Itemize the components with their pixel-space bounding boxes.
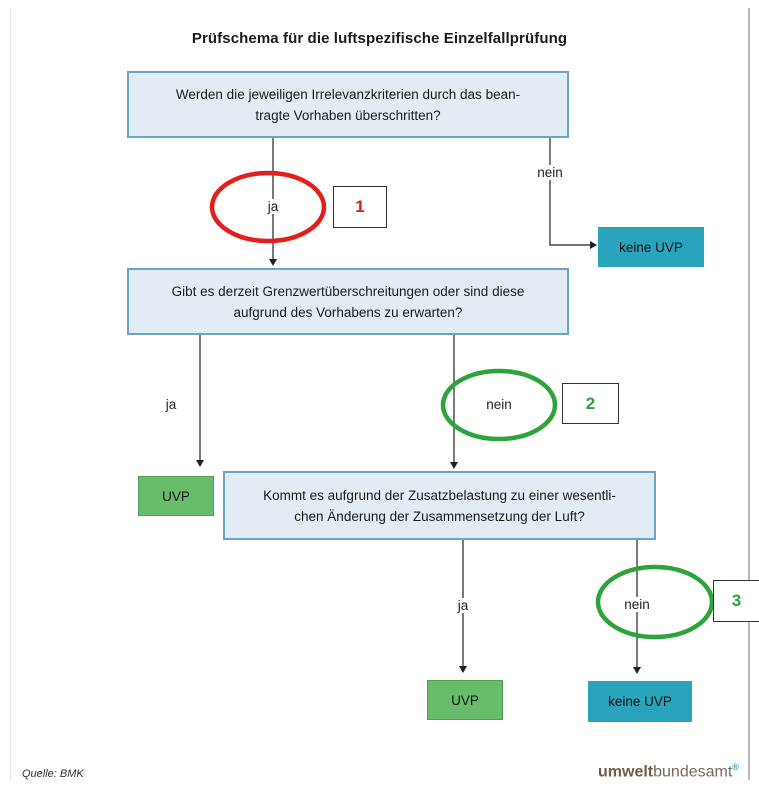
logo-registered-mark: ® [732,762,739,772]
question-2-line-2: aufgrund des Vorhabens zu erwarten? [233,304,463,320]
question-box-grenzwert: Gibt es derzeit Grenzwertüberschreitunge… [127,268,569,335]
red-ring-1 [209,170,327,244]
logo-bold-part: umwelt [598,763,654,781]
question-1-line-1: Werden die jeweiligen Irrelevanzkriterie… [175,86,521,102]
result-uvp-2: UVP [427,680,503,720]
branch-label-nein-1: nein [532,165,568,180]
question-box-irrelevanz: Werden die jeweiligen Irrelevanzkriterie… [127,71,569,138]
branch-label-ja-2: ja [165,397,177,412]
branch-label-nein-2: nein [481,397,517,412]
connector-q1-nein [549,138,597,249]
result-uvp-1: UVP [138,476,214,516]
annotation-number-2: 2 [562,383,619,424]
green-ring-3 [595,564,715,640]
source-note: Quelle: BMK [22,768,84,780]
page-title: Prüfschema für die luftspezifische Einze… [191,30,568,47]
question-1-line-2: tragte Vorhaben überschritten? [255,107,441,123]
green-ring-2 [440,368,558,442]
question-3-line-1: Kommt es aufgrund der Zusatzbelastung zu… [263,487,616,503]
question-box-zusatzbelastung: Kommt es aufgrund der Zusatzbelastung zu… [223,471,656,540]
result-keine-uvp-2: keine UVP [588,681,692,722]
umweltbundesamt-logo: umweltbundesamt® [598,762,739,781]
page-frame [10,8,750,780]
logo-regular-part: bundesamt [653,763,733,781]
result-keine-uvp-1: keine UVP [598,227,704,267]
question-3-line-2: chen Änderung der Zusammensetzung der Lu… [294,508,585,524]
branch-label-ja-1: ja [263,199,283,214]
question-2-line-1: Gibt es derzeit Grenzwertüberschreitunge… [171,283,525,299]
branch-label-ja-3: ja [453,598,473,613]
annotation-number-1: 1 [333,186,387,228]
branch-label-nein-3: nein [619,597,655,612]
annotation-number-3: 3 [713,580,759,622]
